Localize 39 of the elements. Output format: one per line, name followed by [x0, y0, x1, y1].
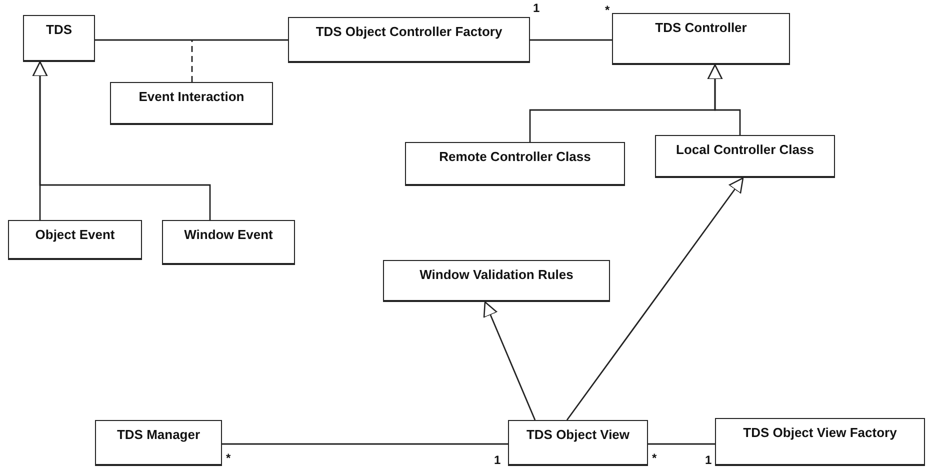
class-name: Window Validation Rules — [420, 267, 574, 282]
class-box — [383, 260, 610, 302]
generalization-arrow — [707, 64, 741, 135]
class-name: TDS — [46, 22, 72, 37]
class-name: Event Interaction — [138, 89, 244, 104]
class-name: TDS Object View Factory — [743, 425, 897, 440]
multiplicity-label: 1 — [705, 454, 712, 466]
generalization-arrow — [483, 301, 536, 420]
class-box — [655, 135, 835, 178]
class-box — [8, 220, 142, 260]
generalization-arrow — [32, 61, 211, 220]
multiplicity-label: * — [605, 4, 610, 16]
class-name: Object Event — [35, 227, 115, 242]
multiplicity-label: * — [652, 452, 657, 464]
association-line — [95, 39, 288, 41]
multiplicity-label: 1 — [494, 454, 501, 466]
class-name: Remote Controller Class — [439, 149, 591, 164]
association-line — [191, 40, 193, 82]
association-line — [222, 443, 508, 445]
class-name: Local Controller Class — [676, 142, 814, 157]
class-name: TDS Controller — [655, 20, 747, 35]
generalization-arrow — [566, 177, 744, 420]
multiplicity-label: * — [226, 452, 231, 464]
multiplicity-label: 1 — [533, 2, 540, 14]
association-line — [530, 39, 612, 41]
class-name: Window Event — [184, 227, 273, 242]
class-box — [162, 220, 295, 265]
class-box — [508, 420, 648, 466]
class-box — [23, 15, 95, 62]
association-line — [648, 443, 715, 445]
class-box — [715, 418, 925, 466]
class-name: TDS Manager — [116, 427, 200, 442]
class-name: TDS Object Controller Factory — [316, 24, 502, 39]
class-box — [110, 82, 273, 125]
class-box — [612, 13, 790, 65]
class-box — [405, 142, 625, 186]
class-box — [288, 17, 530, 63]
class-name: TDS Object View — [526, 427, 630, 442]
class-box — [95, 420, 222, 466]
